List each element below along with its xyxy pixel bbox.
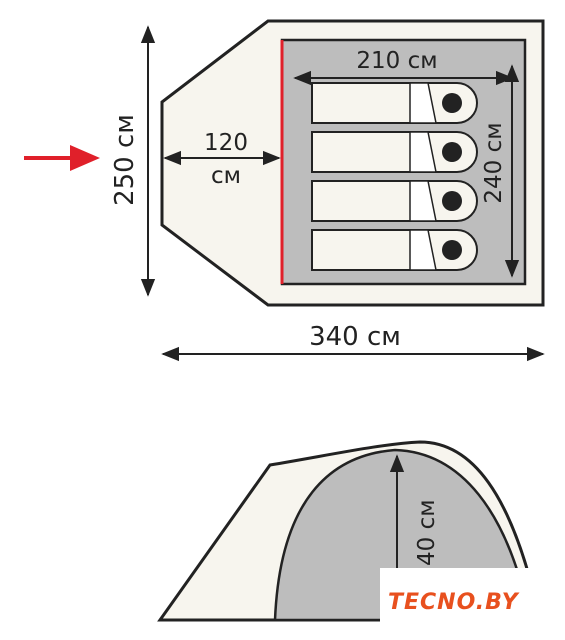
inner-length-label: 210 см bbox=[356, 48, 437, 74]
sleeping-bag bbox=[311, 180, 478, 222]
pillow-icon bbox=[442, 142, 462, 162]
inner-width-label: 240 см bbox=[481, 122, 507, 203]
total-width-label: 250 см bbox=[110, 114, 140, 206]
sleeping-bag bbox=[311, 229, 478, 271]
pillow-icon bbox=[442, 240, 462, 260]
sleeping-bag bbox=[311, 82, 478, 124]
watermark-logo: TECNO.BY bbox=[388, 590, 519, 615]
watermark: TECNO.BY bbox=[380, 568, 565, 640]
total-length-label: 340 см bbox=[309, 322, 401, 352]
vestibule-depth-unit: см bbox=[211, 163, 241, 189]
height-label: 140 см bbox=[414, 499, 440, 580]
pillow-icon bbox=[442, 191, 462, 211]
sleeping-bag bbox=[311, 131, 478, 173]
pillow-icon bbox=[442, 93, 462, 113]
arrow-right-icon bbox=[24, 145, 100, 171]
vestibule-depth-value: 120 bbox=[204, 130, 248, 156]
floor-plan: 210 см 240 см 120 см bbox=[160, 19, 545, 307]
